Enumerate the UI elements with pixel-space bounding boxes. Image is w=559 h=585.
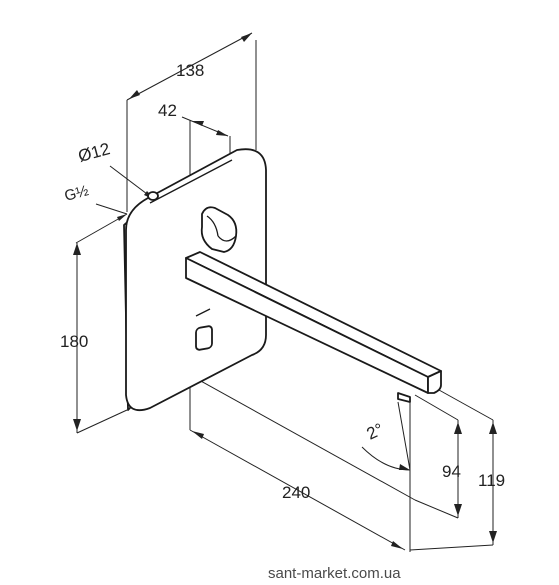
dim-offset-lever: 42 [158,101,177,120]
mixing-lever [200,206,238,253]
dim-spout-angle: 2° [364,420,387,444]
sensor-window [195,308,213,351]
dim-outlet-height-high: 119 [478,471,505,490]
watermark: sant-market.com.ua [268,565,401,582]
dim-plate-height: 180 [60,332,88,351]
brand-mark [195,308,211,317]
dim-width-overall: 138 [176,61,204,80]
dim-spout-projection: 240 [282,483,310,502]
dim-outlet-height-low: 94 [442,462,461,481]
dim-connection-diameter: Ø12 [76,139,112,166]
dim-thread: G½ [63,182,91,205]
spout [185,251,442,403]
